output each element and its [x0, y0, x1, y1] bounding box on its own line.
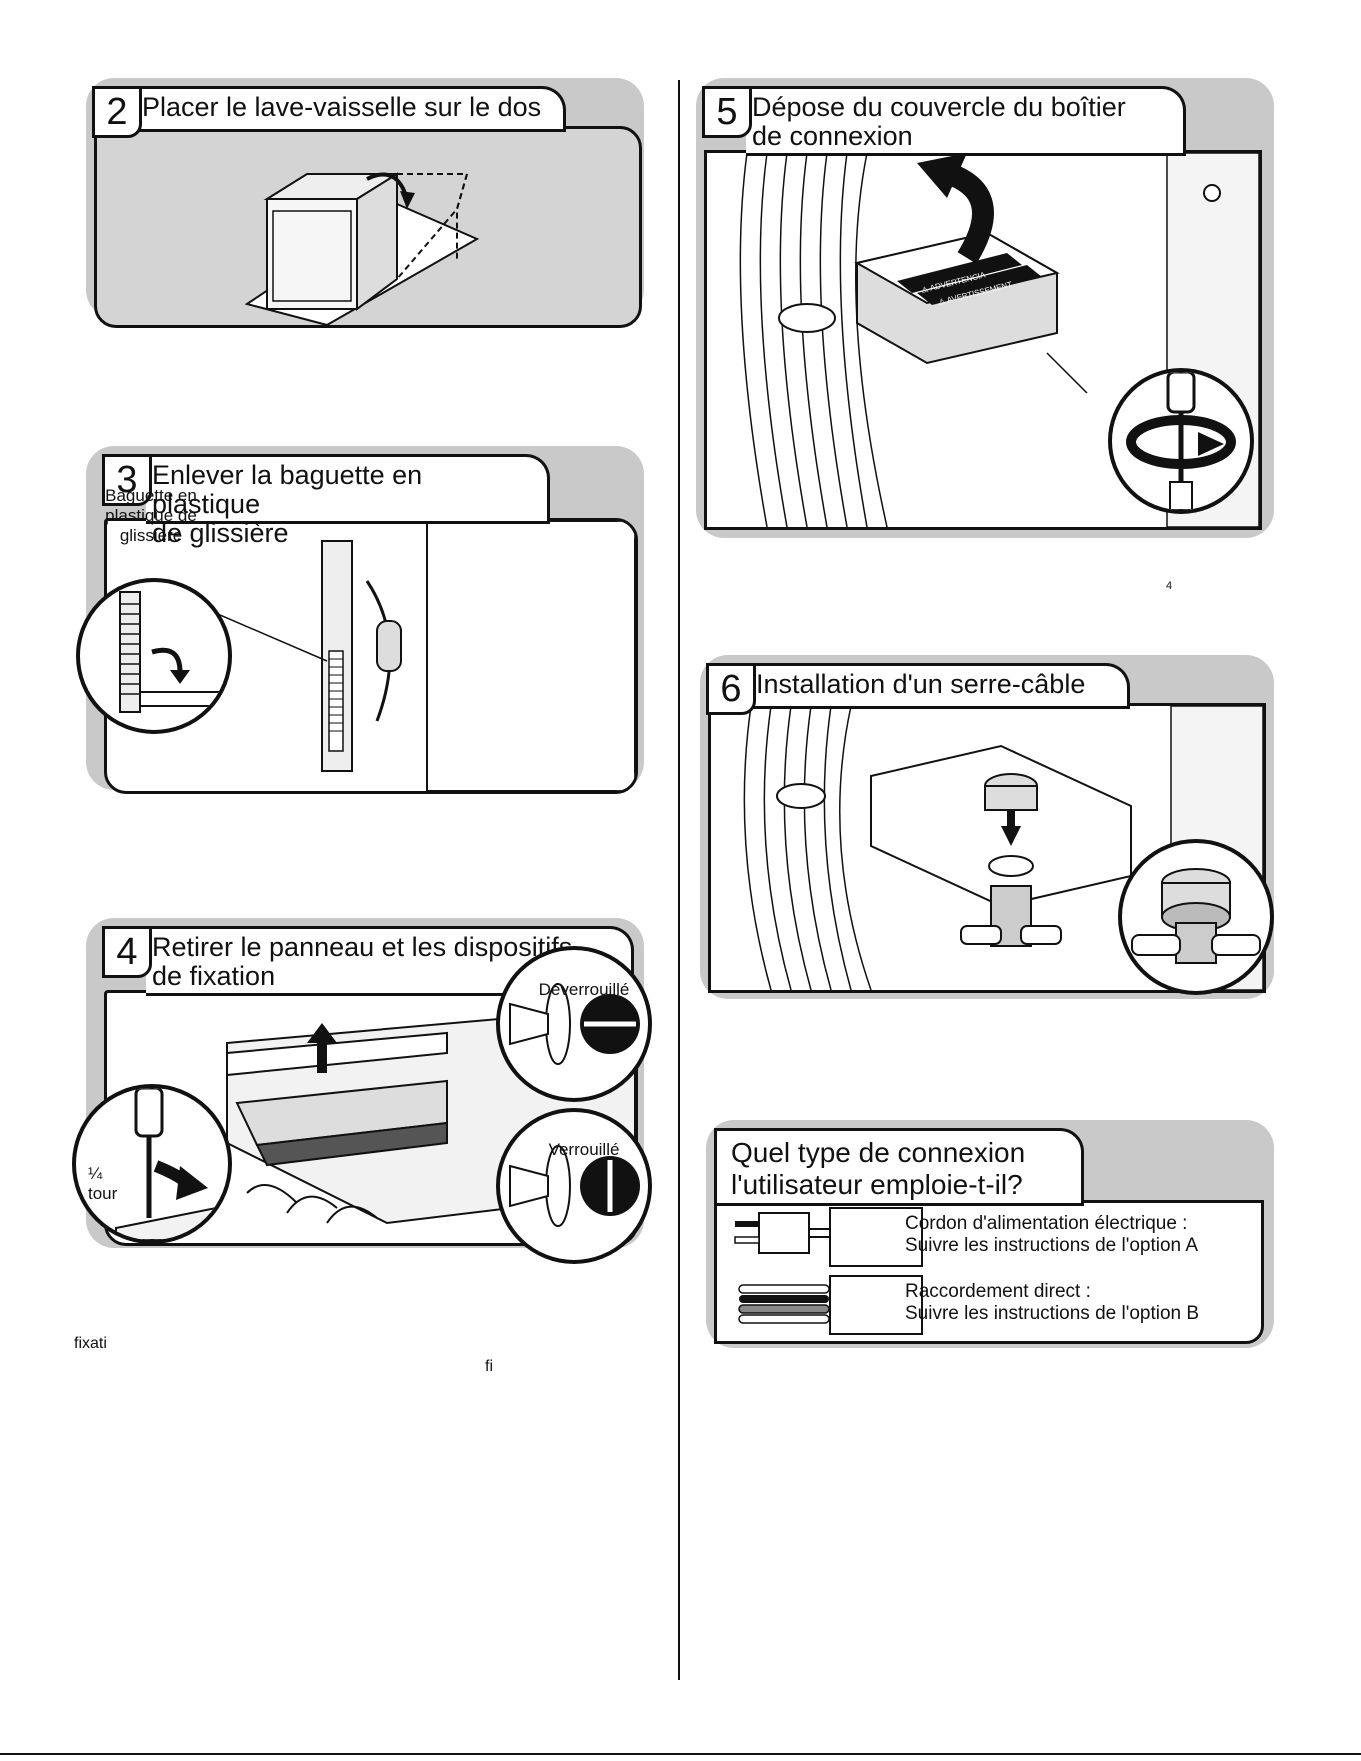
step-4-quarter-turn-label: ¼ tour — [88, 1164, 118, 1203]
step-3-number: 3 — [102, 454, 152, 506]
option-b-label: Raccordement direct : — [905, 1281, 1091, 1302]
step-4-locked-label: Verrouillé — [548, 1140, 620, 1159]
step-3-zoom-circle — [76, 578, 232, 734]
step-5-screwdriver-circle — [1108, 368, 1254, 514]
column-divider — [678, 80, 680, 1680]
step-2-title: Placer le lave-vaisselle sur le dos — [142, 92, 542, 122]
option-b-instruction: Suivre les instructions de l'option B — [905, 1303, 1200, 1324]
stray-page-mark: 4 — [1166, 580, 1173, 592]
step-3-title-tab: Enlever la baguette en plastique de glis… — [146, 454, 550, 548]
step-6-title: Installation d'un serre-câble — [756, 669, 1086, 699]
connection-question-tab: Quel type de connexion l'utilisateur emp… — [714, 1128, 1084, 1206]
step-3-title: Enlever la baguette en plastique de glis… — [152, 460, 423, 548]
step-5-title-tab: Dépose du couvercle du boîtier de connex… — [746, 86, 1186, 156]
step-2-illustration — [94, 126, 642, 328]
step-4-panel: ¼ tour Déverrouillé Verrouillé 4 Retirer… — [72, 918, 656, 1278]
step-4-unlocked-label: Déverrouillé — [538, 980, 630, 999]
step-6-title-tab: Installation d'un serre-câble — [750, 663, 1130, 709]
step-2-panel: 2 Placer le lave-vaisselle sur le dos — [86, 78, 644, 330]
step-5-panel: ⚠ ADVERTENCIA ⚠ AVERTISSEMENT 5 Dépose d… — [696, 78, 1274, 548]
stray-text-fixati: fixati — [74, 1335, 107, 1352]
step-6-panel: 6 Installation d'un serre-câble — [700, 655, 1274, 1015]
connection-option-b: Raccordement direct : Suivre les instruc… — [905, 1281, 1199, 1325]
step-2-title-tab: Placer le lave-vaisselle sur le dos — [136, 86, 566, 132]
step-4-locked-circle — [496, 1108, 652, 1264]
stray-text-fi: fi — [485, 1358, 493, 1375]
option-a-instruction: Suivre les instructions de l'option A — [905, 1235, 1199, 1256]
step-5-number: 5 — [702, 86, 752, 138]
step-6-strain-relief-circle — [1118, 839, 1274, 995]
connection-options-box: Cordon d'alimentation électrique : Suivr… — [714, 1200, 1264, 1344]
power-plug-icon — [734, 1212, 839, 1254]
step-2-number: 2 — [92, 86, 142, 138]
connection-option-a: Cordon d'alimentation électrique : Suivr… — [905, 1213, 1198, 1257]
direct-wire-icon — [738, 1284, 830, 1324]
option-a-label: Cordon d'alimentation électrique : — [905, 1213, 1188, 1234]
step-3-panel: Baguette en plastique de glissière 3 Enl… — [76, 446, 644, 798]
step-3-strip-callout: Baguette en plastique de glissière — [105, 486, 197, 545]
step-6-number: 6 — [706, 663, 756, 715]
step-5-title: Dépose du couvercle du boîtier de connex… — [752, 92, 1126, 151]
connection-question: Quel type de connexion l'utilisateur emp… — [731, 1137, 1026, 1200]
page-bottom-rule — [0, 1753, 1361, 1755]
step-4-number: 4 — [102, 926, 152, 978]
connection-type-panel: Cordon d'alimentation électrique : Suivr… — [706, 1120, 1274, 1356]
step-4-unlocked-circle — [496, 946, 652, 1102]
